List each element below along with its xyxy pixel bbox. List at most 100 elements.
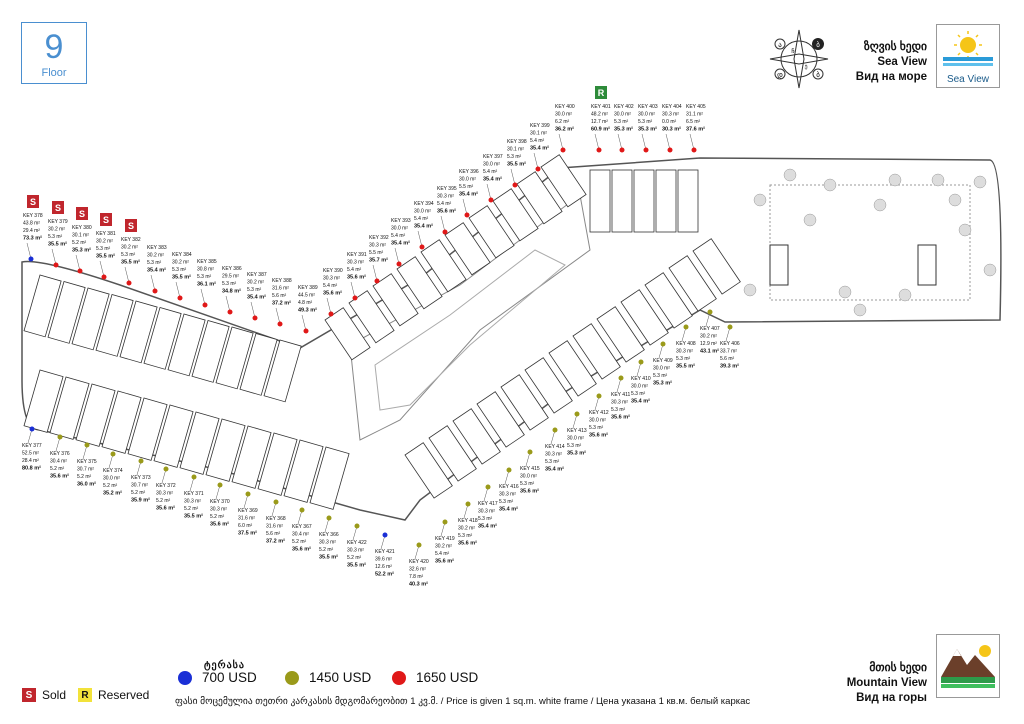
unit-key: KEY 386 xyxy=(222,266,242,272)
unit-total: 35.4 m² xyxy=(631,398,650,405)
unit-terrace: 5.3 m² xyxy=(614,119,629,125)
unit-total: 60.9 m² xyxy=(591,126,610,133)
leader-line xyxy=(301,314,307,332)
unit-terrace: 5.3 m² xyxy=(545,459,560,465)
unit-area: 30.4 m² xyxy=(50,459,67,465)
leader-line xyxy=(200,288,206,306)
unit-terrace: 5.6 m² xyxy=(272,293,287,299)
unit-total: 36.0 m² xyxy=(77,481,96,488)
terrace-price-dot xyxy=(619,147,625,153)
terrace-price-dot xyxy=(442,519,448,525)
unit-terrace: 5.3 m² xyxy=(247,287,262,293)
unit-area: 30.1 m² xyxy=(72,233,89,239)
unit-terrace: 5.3 m² xyxy=(520,481,535,487)
unit-key: KEY 391 xyxy=(347,252,367,258)
top-wing-units xyxy=(23,154,699,403)
mountain-view-title: მთის ხედი Mountain View Вид на горы xyxy=(847,661,927,706)
unit-terrace: 5.3 m² xyxy=(478,516,493,522)
unit-area: 30.1 m² xyxy=(507,147,524,153)
terrace-price-dot xyxy=(326,515,332,521)
unit-total: 43.1 m² xyxy=(700,348,719,355)
floor-number: 9 xyxy=(44,28,64,66)
unit-total: 35.5 m² xyxy=(676,363,695,370)
unit-total: 35.4 m² xyxy=(483,176,502,183)
unit-area: 30.4 m² xyxy=(292,532,309,538)
terrace-price-dot xyxy=(464,212,470,218)
unit-terrace: 5.3 m² xyxy=(589,425,604,431)
mountain-view-ka: მთის ხედი xyxy=(869,662,927,674)
compass-letter: ა xyxy=(778,42,782,49)
sea-view-box-label: Sea View xyxy=(946,74,990,85)
terrace-price-dot xyxy=(465,501,471,507)
unit-total: 35.3 m² xyxy=(72,247,91,254)
unit-terrace: 5.6 m² xyxy=(720,356,735,362)
unit-area: 30.0 m² xyxy=(391,226,408,232)
unit-terrace: 5.3 m² xyxy=(611,407,626,413)
unit-area: 30.3 m² xyxy=(611,400,628,406)
unit-area: 30.0 m² xyxy=(589,418,606,424)
unit-key: KEY 372 xyxy=(156,483,176,489)
unit-key: KEY 415 xyxy=(520,466,540,472)
unit-area: 29.5 m² xyxy=(222,274,239,280)
legend-item-1650: 1650 USD xyxy=(392,670,478,685)
